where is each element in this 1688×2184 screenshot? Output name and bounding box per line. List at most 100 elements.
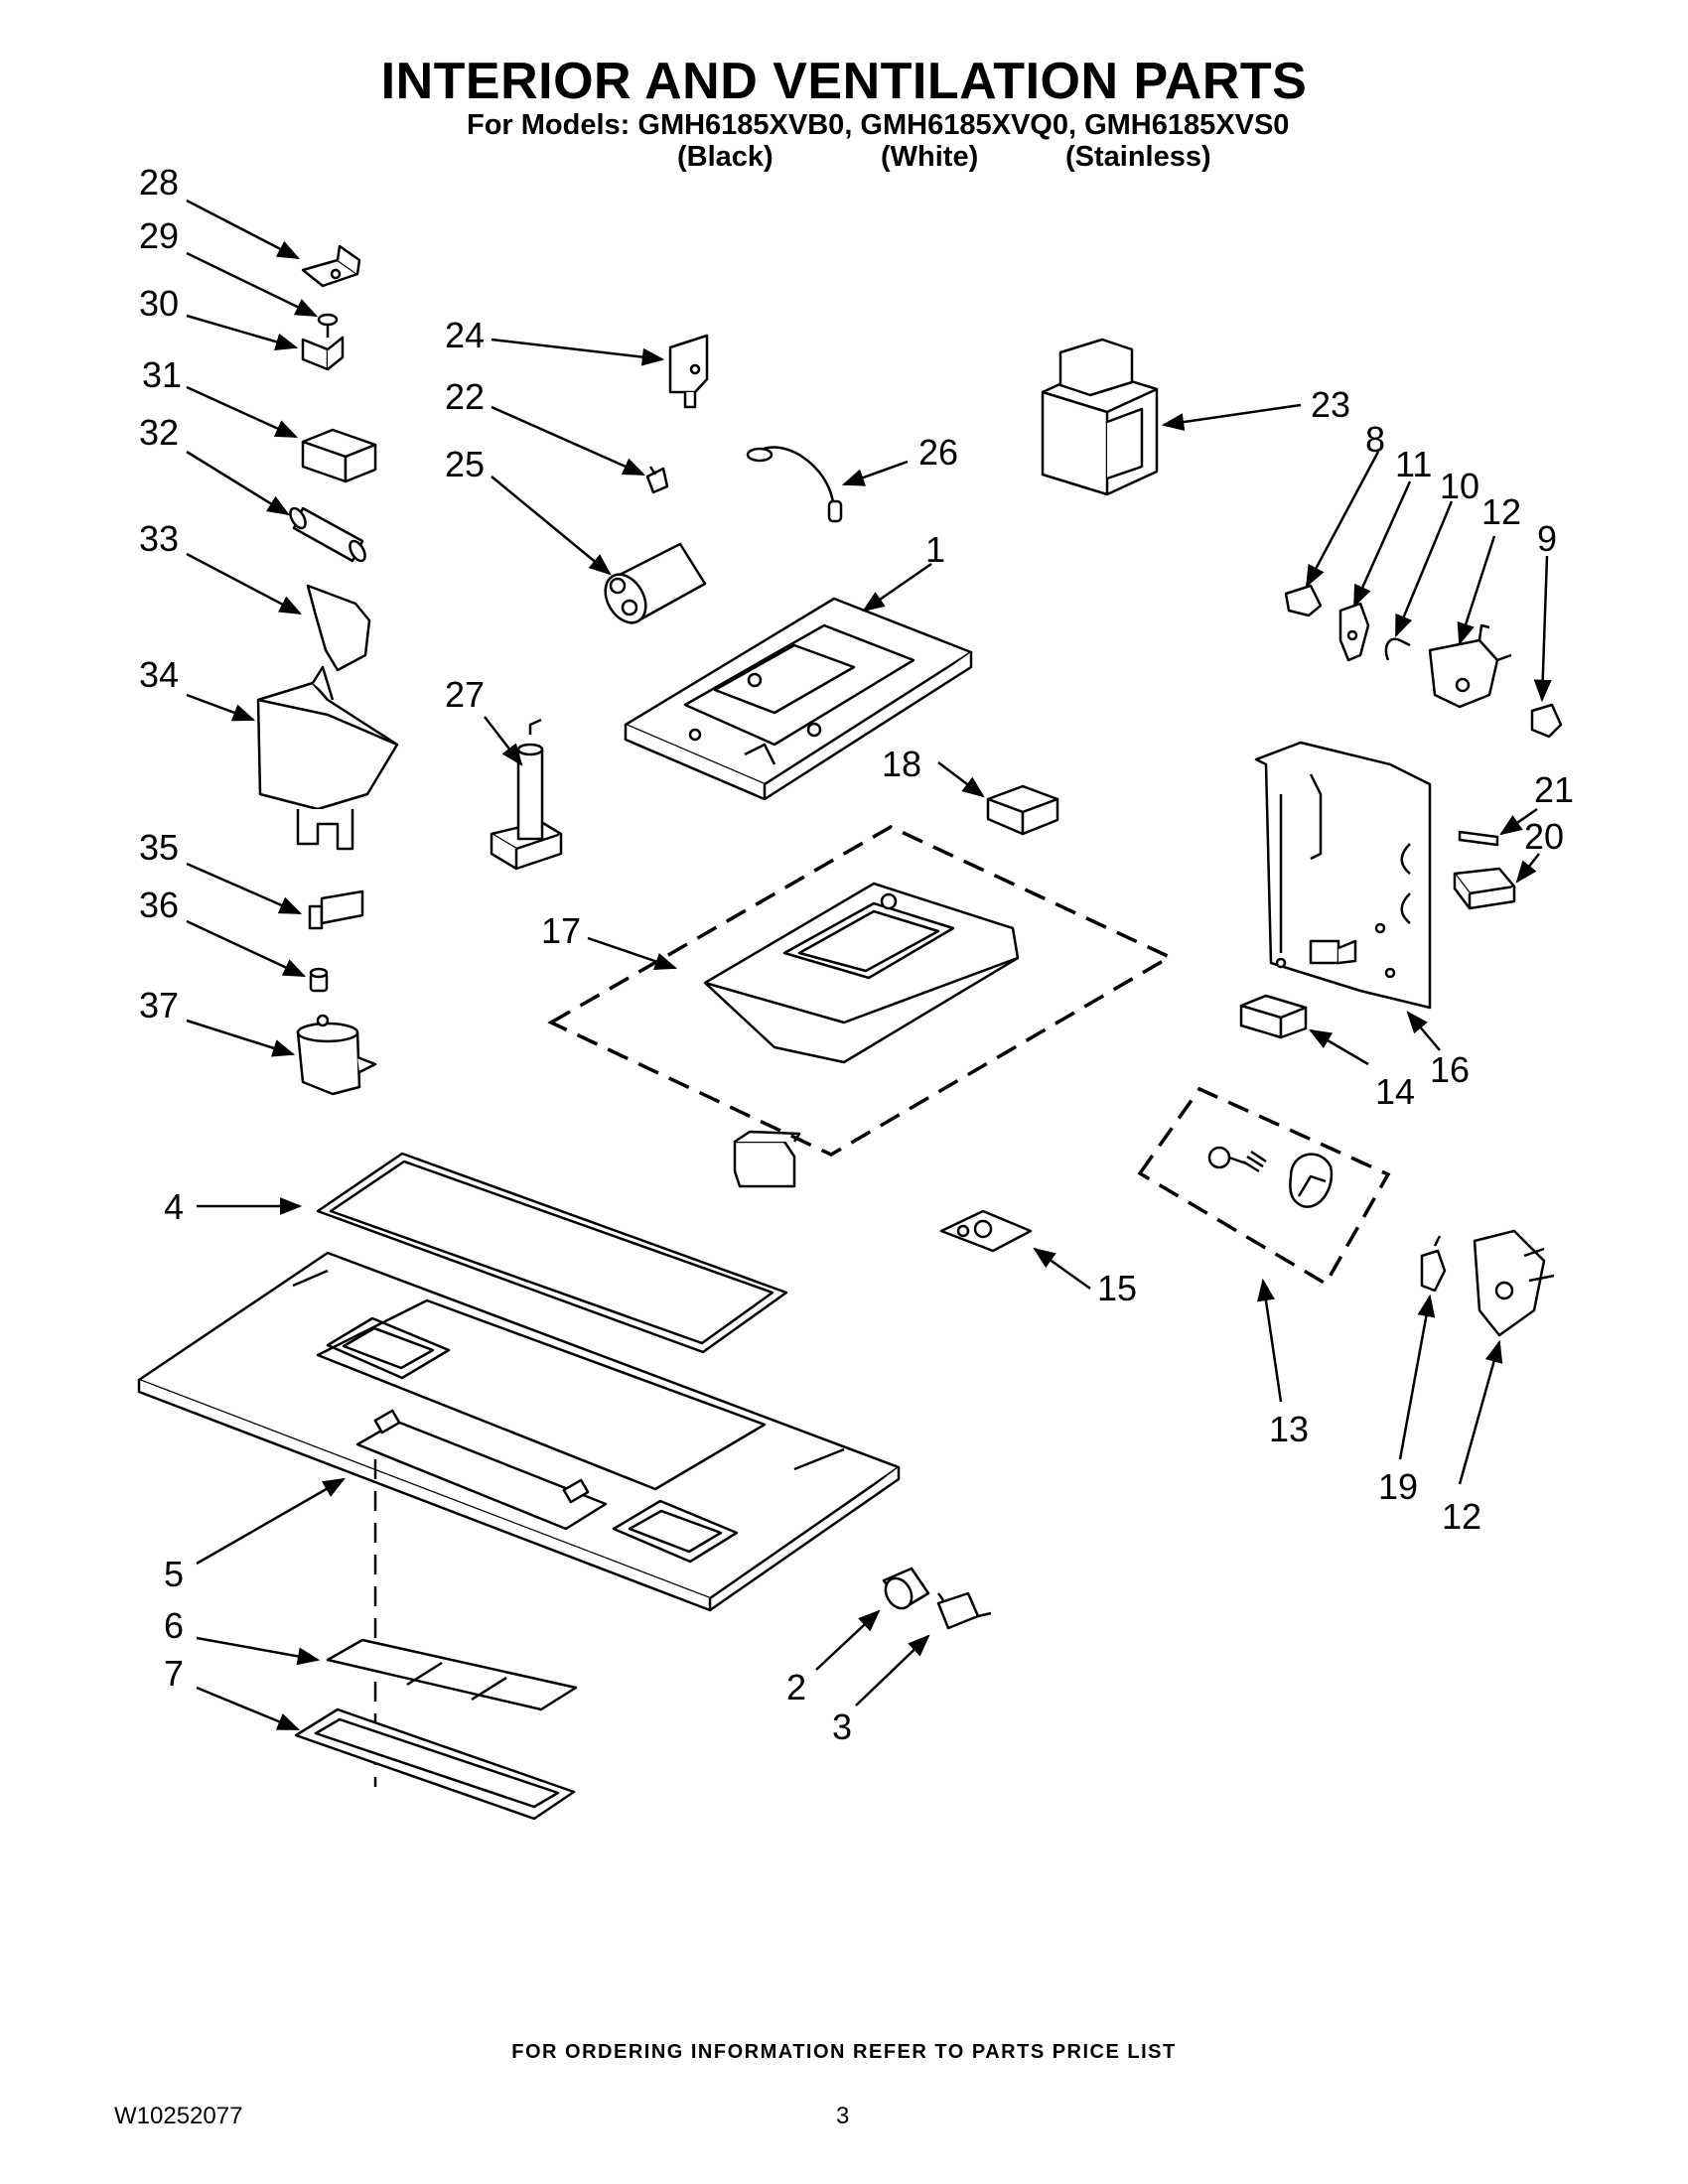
leader-26 <box>841 460 909 486</box>
callout-37: 37 <box>139 985 179 1025</box>
part-7-lens-frame <box>294 1707 576 1821</box>
leader-33 <box>186 552 302 615</box>
part-3-socket <box>936 1591 992 1630</box>
part-8-connector <box>1284 584 1323 617</box>
part-5-bottom-plate <box>137 1251 901 1612</box>
part-14-relay <box>1239 994 1308 1039</box>
part-19-switch <box>1420 1235 1447 1293</box>
leader-5 <box>196 1477 346 1566</box>
part-6-lens <box>326 1638 578 1711</box>
leader-15 <box>1033 1247 1091 1291</box>
leader-22 <box>491 405 646 477</box>
leader-16 <box>1406 1011 1441 1051</box>
part-27-light-socket <box>490 718 563 871</box>
part-28-bracket <box>301 244 361 288</box>
callout-22: 22 <box>445 376 485 417</box>
variant-stainless: (Stainless) <box>1065 141 1211 173</box>
part-25-capacitor <box>604 542 707 624</box>
callout-11: 11 <box>1395 444 1432 484</box>
part-18-block <box>986 784 1059 836</box>
callout-34: 34 <box>139 654 179 695</box>
callout-8: 8 <box>1365 419 1385 460</box>
leader-35 <box>186 862 303 915</box>
leader-11 <box>1352 480 1412 609</box>
leader-10 <box>1394 500 1454 638</box>
callout-10: 10 <box>1440 466 1479 506</box>
callout-33: 33 <box>139 518 179 559</box>
part-34-damper-housing <box>256 665 399 851</box>
leader-18 <box>937 761 985 798</box>
callout-28: 28 <box>139 162 179 203</box>
callout-3: 3 <box>832 1706 852 1747</box>
callout-30: 30 <box>139 283 179 324</box>
part-31-block <box>301 428 377 483</box>
callout-7: 7 <box>164 1653 184 1694</box>
leader-28 <box>186 199 300 260</box>
kit-13-dashed-outline <box>1137 1086 1391 1287</box>
leader-32 <box>186 450 290 516</box>
callout-9: 9 <box>1537 518 1557 559</box>
leader-34 <box>186 693 256 722</box>
leader-13 <box>1257 1278 1283 1403</box>
page-number: 3 <box>836 2103 850 2129</box>
part-17-blower-cover <box>703 882 1020 1188</box>
leader-36 <box>186 919 307 978</box>
leader-17 <box>587 936 678 970</box>
part-1-base-plate <box>624 597 973 801</box>
leader-30 <box>186 314 299 350</box>
part-32-cylinder <box>289 506 366 563</box>
leader-6 <box>196 1636 321 1666</box>
part-9-connector <box>1530 703 1563 739</box>
callout-29: 29 <box>139 215 179 256</box>
leader-9 <box>1533 555 1552 703</box>
leader-19 <box>1398 1294 1436 1460</box>
part-11-switch <box>1338 602 1370 662</box>
part-29-screw <box>317 313 339 338</box>
part-37-damper-motor <box>296 1014 377 1096</box>
part-24-latch <box>668 334 709 409</box>
leader-25 <box>491 476 612 576</box>
ordering-note: FOR ORDERING INFORMATION REFER TO PARTS … <box>511 2041 1177 2063</box>
callout-13: 13 <box>1269 1409 1309 1449</box>
leader-24 <box>491 338 665 366</box>
callout-24: 24 <box>445 315 485 355</box>
document-number: W10252077 <box>114 2103 243 2129</box>
callout-5: 5 <box>164 1554 184 1594</box>
callout-6: 6 <box>164 1605 184 1646</box>
part-30-clip <box>301 336 345 371</box>
leader-3 <box>855 1634 930 1706</box>
callout-12b: 12 <box>1442 1496 1481 1537</box>
models-line: For Models: GMH6185XVB0, GMH6185XVQ0, GM… <box>467 109 1290 141</box>
part-15-sensor-board <box>939 1209 1033 1253</box>
callout-16: 16 <box>1430 1049 1470 1090</box>
callout-27: 27 <box>445 674 485 715</box>
part-23-transformer <box>1041 338 1159 496</box>
leader-31 <box>186 385 299 439</box>
leader-23 <box>1161 403 1302 432</box>
leader-20 <box>1515 853 1540 884</box>
callout-25: 25 <box>445 444 485 484</box>
leader-37 <box>186 1019 296 1057</box>
part-12-interlock-switch-top <box>1428 623 1512 709</box>
leader-14 <box>1309 1028 1369 1066</box>
part-13-turntable-motor-kit <box>1207 1146 1334 1208</box>
page-title: INTERIOR AND VENTILATION PARTS <box>380 53 1308 110</box>
callout-21: 21 <box>1534 769 1574 810</box>
leader-27 <box>484 716 523 766</box>
leader-8 <box>1305 451 1380 588</box>
part-35-hinge <box>308 889 364 930</box>
callout-36: 36 <box>139 885 179 925</box>
leader-2 <box>815 1609 881 1671</box>
variant-white: (White) <box>881 141 979 173</box>
leader-1 <box>862 562 932 613</box>
callout-2: 2 <box>786 1667 806 1707</box>
callout-32: 32 <box>139 412 179 453</box>
callout-26: 26 <box>918 432 958 473</box>
leader-29 <box>186 251 319 318</box>
kit-17-dashed-outline <box>547 825 1174 1157</box>
callout-19: 19 <box>1378 1466 1418 1507</box>
leader-21 <box>1499 807 1538 836</box>
part-36-bushing <box>309 967 329 993</box>
part-10-spring <box>1384 637 1411 661</box>
